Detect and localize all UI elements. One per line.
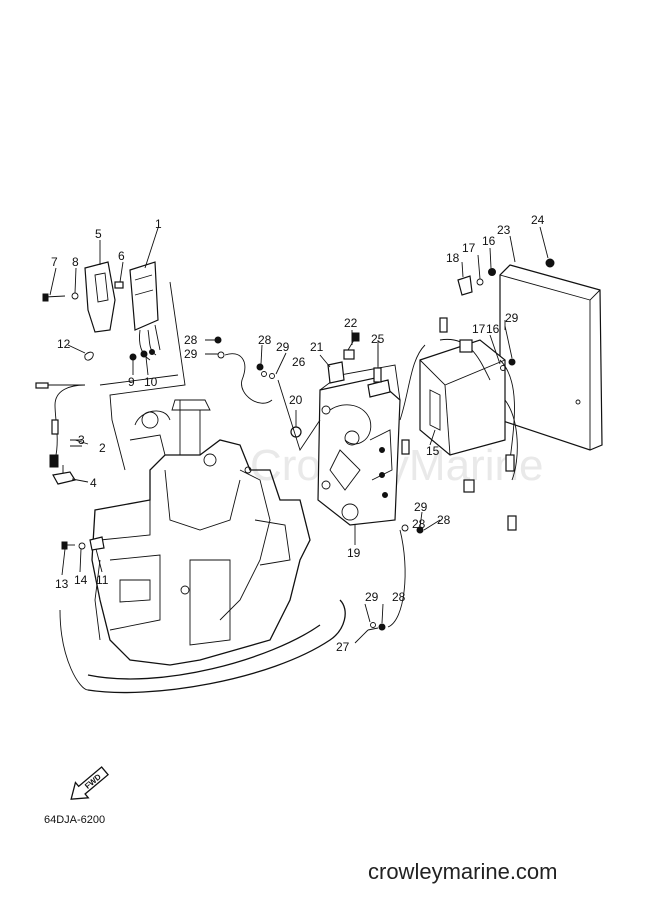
callout-15: 15: [426, 444, 440, 458]
callout-10: 10: [144, 375, 158, 389]
callout-3: 3: [78, 433, 85, 447]
callout-22: 22: [344, 316, 358, 330]
callout-9: 9: [128, 375, 135, 389]
callout-8: 8: [72, 255, 79, 269]
callout-29b: 29: [184, 347, 198, 361]
callout-17b: 17: [472, 322, 486, 336]
callout-28c: 28: [437, 513, 451, 527]
callout-28e: 28: [412, 517, 426, 531]
callout-labels: 1 2 3 4 5 6 7 8 9 10 11 12 13 14 15 16 1…: [51, 213, 545, 654]
callout-28: 28: [258, 333, 272, 347]
callout-17: 17: [462, 241, 476, 255]
drawing-code: 64DJA-6200: [44, 814, 105, 826]
callout-19: 19: [347, 546, 361, 560]
callout-29e: 29: [505, 311, 519, 325]
ignition-coil-plate: [214, 332, 424, 631]
callout-20: 20: [289, 393, 303, 407]
callout-29c: 29: [414, 500, 428, 514]
callout-23: 23: [497, 223, 511, 237]
callout-5: 5: [95, 227, 102, 241]
leader-lines: [49, 226, 549, 644]
callout-27: 27: [336, 640, 350, 654]
callout-12: 12: [57, 337, 71, 351]
callout-24: 24: [531, 213, 545, 227]
engine-block: [59, 399, 346, 694]
callout-29: 29: [276, 340, 290, 354]
callout-18: 18: [446, 251, 460, 265]
callout-25: 25: [371, 332, 385, 346]
callout-21: 21: [310, 340, 324, 354]
cdi-bracket-assembly: [35, 261, 186, 551]
callout-16b: 16: [486, 322, 500, 336]
callout-4: 4: [90, 476, 97, 490]
callout-28b: 28: [184, 333, 198, 347]
callout-28d: 28: [392, 590, 406, 604]
callout-14: 14: [74, 573, 88, 587]
callout-7: 7: [51, 255, 58, 269]
callout-2: 2: [99, 441, 106, 455]
callout-16: 16: [482, 234, 496, 248]
website-link[interactable]: crowleymarine.com: [368, 859, 558, 884]
fwd-arrow-icon: FWD: [70, 766, 109, 800]
callout-1: 1: [155, 217, 162, 231]
callout-26: 26: [292, 355, 306, 369]
callout-13: 13: [55, 577, 69, 591]
ignition-coil-cover: [373, 258, 603, 531]
callout-6: 6: [118, 249, 125, 263]
callout-29d: 29: [365, 590, 379, 604]
callout-11: 11: [96, 573, 109, 587]
